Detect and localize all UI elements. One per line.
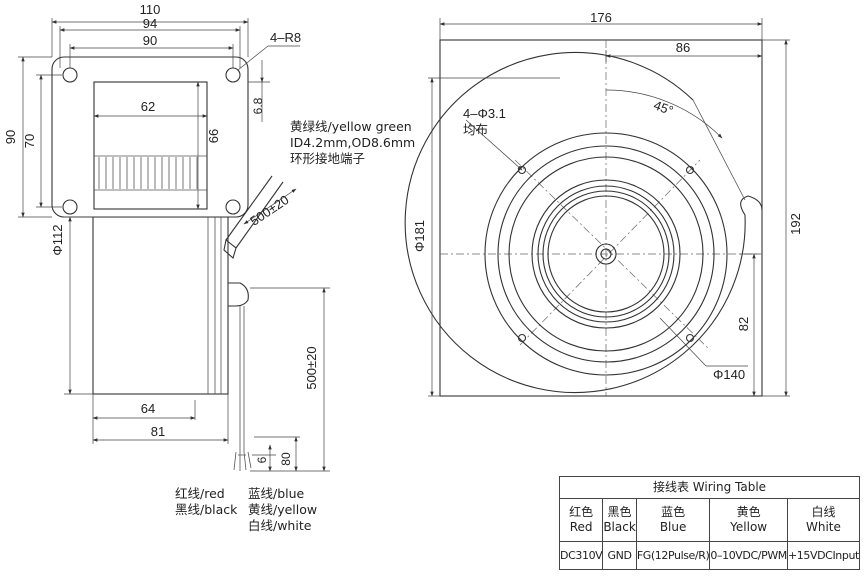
wiring-table-value-yellow: 0–10VDC/PWM (709, 541, 788, 570)
dim-66: 66 (206, 129, 221, 143)
wiring-table-value-red: DC310V (558, 541, 604, 570)
header-red-en: Red (569, 520, 593, 534)
header-red-cn: 红色 (569, 505, 594, 519)
dim-176: 176 (590, 10, 612, 25)
dim-64: 64 (141, 401, 155, 416)
header-white-en: White (806, 520, 841, 534)
dim-86: 86 (676, 40, 690, 55)
dim-4-r8: 4–R8 (270, 30, 301, 45)
wiring-table-value-blue: FG(12Pulse/R) (635, 541, 711, 570)
wiring-table-value-black: GND (602, 541, 637, 570)
dim-70-height: 70 (22, 134, 37, 148)
header-black-en: Black (603, 520, 636, 534)
side-view: 110 94 90 4–R8 90 70 62 66 6.8 Φ112 64 8… (3, 2, 415, 533)
dim-strip-80: 80 (279, 452, 293, 466)
dim-62: 62 (141, 99, 155, 114)
ground-wire-note-line2: ID4.2mm,OD8.6mm (290, 135, 415, 150)
wire-yellow-label: 黄线/yellow (248, 502, 317, 517)
ground-wire-note-line1: 黄绿线/yellow green (290, 119, 412, 134)
header-white-cn: 白线 (811, 505, 836, 519)
dim-phi-181: Φ181 (412, 220, 427, 252)
dim-phi-112: Φ112 (50, 224, 65, 255)
dim-82: 82 (736, 317, 751, 331)
dim-90-width: 90 (143, 33, 157, 48)
header-black-cn: 黑色 (607, 505, 632, 519)
wire-blue-label: 蓝线/blue (248, 486, 305, 501)
header-yellow-en: Yellow (730, 520, 768, 534)
header-yellow-cn: 黄色 (736, 505, 761, 519)
dim-4-phi-3-1: 4–Φ3.1 (463, 106, 506, 121)
dim-6-8: 6.8 (251, 97, 265, 114)
dim-wire-length-500: 500±20 (304, 346, 319, 389)
wire-white-label: 白线/white (248, 518, 312, 533)
dim-ground-cable-500: 500±20 (247, 192, 291, 229)
dim-90-height: 90 (3, 130, 18, 144)
dim-45-degree: 45° (652, 97, 676, 118)
dim-94: 94 (143, 16, 157, 31)
front-view: 176 86 45° 4–Φ3.1 均布 Φ181 192 82 Φ140 (404, 10, 803, 397)
ground-wire-note-line3: 环形接地端子 (290, 151, 365, 166)
header-blue-en: Blue (659, 520, 687, 534)
wiring-table-caption: 接线表 Wiring Table (559, 476, 860, 499)
dim-phi-140: Φ140 (713, 367, 745, 382)
header-blue-cn: 蓝色 (661, 505, 686, 519)
dim-192: 192 (788, 213, 803, 235)
dim-holes-uniform-note: 均布 (463, 122, 488, 137)
dim-110: 110 (140, 2, 161, 17)
wiring-table-value-white: +15VDCInput (786, 541, 861, 570)
wire-black-label: 黑线/black (175, 502, 238, 517)
dim-strip-6: 6 (255, 456, 269, 463)
dim-81: 81 (151, 424, 165, 439)
wire-red-label: 红线/red (175, 486, 225, 501)
